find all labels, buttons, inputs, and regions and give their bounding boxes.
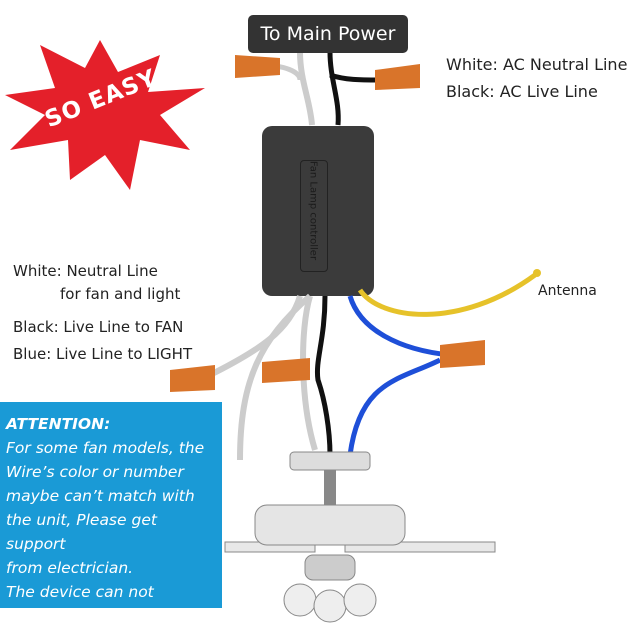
receiver-box <box>262 126 374 296</box>
wire-nut <box>235 55 280 78</box>
attention-heading: ATTENTION: <box>6 415 111 433</box>
wire-nut <box>440 340 485 368</box>
fan-canopy <box>289 451 371 471</box>
label-ac-live: Black: AC Live Line <box>446 82 598 101</box>
receiver-label: Fan Lamp controller <box>300 160 328 272</box>
attention-line: Wire’s color or number <box>6 463 184 481</box>
label-neutral-line: White: Neutral Line <box>13 262 158 280</box>
attention-line: all fans in the market. <box>6 631 177 640</box>
fan-light-bulb <box>313 589 347 623</box>
label-live-fan: Black: Live Line to FAN <box>13 318 184 336</box>
fan-light-bulb <box>283 583 317 617</box>
attention-line: For some fan models, the <box>6 439 205 457</box>
attention-line: The device can not support <box>6 583 154 625</box>
label-ac-neutral: White: AC Neutral Line <box>446 55 628 74</box>
wire-nut <box>375 64 420 90</box>
receiver-label-text: Fan Lamp controller <box>307 160 319 261</box>
fan-light-bulb <box>343 583 377 617</box>
label-antenna: Antenna <box>538 283 597 299</box>
attention-box: ATTENTION: For some fan models, the Wire… <box>0 402 222 640</box>
so-easy-starburst <box>5 40 205 190</box>
main-power-title: To Main Power <box>248 15 408 53</box>
fan-blade-right <box>344 541 496 553</box>
attention-line: the unit, Please get support <box>6 511 157 553</box>
wire-nut <box>262 358 310 383</box>
attention-line: from electrician. <box>6 559 134 577</box>
attention-line: maybe can’t match with <box>6 487 195 505</box>
wire-nut <box>170 365 215 392</box>
label-live-light: Blue: Live Line to LIGHT <box>13 345 193 363</box>
label-neutral-line-2: for fan and light <box>60 285 181 303</box>
fan-motor <box>254 504 406 546</box>
